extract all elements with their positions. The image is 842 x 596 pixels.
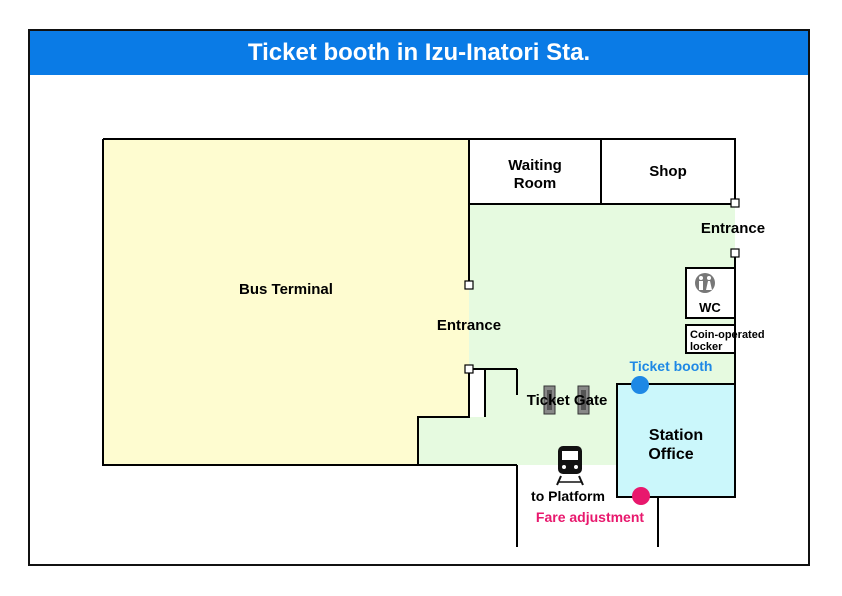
ticket-gate-icon	[543, 385, 590, 415]
waiting-room-label-2: Room	[514, 175, 557, 192]
ticket-booth-marker	[631, 376, 649, 394]
bus-terminal-area	[103, 139, 469, 465]
waiting-room-label-1: Waiting	[508, 157, 562, 174]
locker-label-2: locker	[690, 341, 723, 353]
locker-label-1: Coin-operated	[690, 329, 765, 341]
shop-label: Shop	[649, 163, 687, 180]
entrance-marker	[464, 364, 474, 374]
fare-adjustment-label: Fare adjustment	[536, 509, 644, 525]
station-office-label-1: Station	[649, 427, 703, 444]
entrance-marker	[464, 280, 474, 290]
concourse-area	[418, 204, 735, 465]
entrance-marker	[730, 248, 740, 258]
train-icon	[556, 446, 584, 486]
map-title: Ticket booth in Izu-Inatori Sta.	[30, 31, 808, 75]
ticket-gate-label: Ticket Gate	[527, 392, 608, 409]
station-office-area	[616, 383, 736, 498]
toilet-icon	[695, 273, 715, 293]
coin-locker	[685, 324, 736, 354]
to-platform-label: to Platform	[531, 488, 605, 504]
ticket-booth-label: Ticket booth	[630, 358, 713, 374]
station-office-label-2: Office	[648, 446, 693, 463]
entrance-right-label: Entrance	[701, 220, 765, 237]
entrance-marker	[730, 198, 740, 208]
entrance-markers	[464, 198, 740, 374]
wc-label: WC	[699, 300, 721, 315]
entrance-left-label: Entrance	[437, 317, 501, 334]
bus-terminal-label: Bus Terminal	[239, 281, 333, 298]
fare-adjustment-marker	[632, 487, 650, 505]
